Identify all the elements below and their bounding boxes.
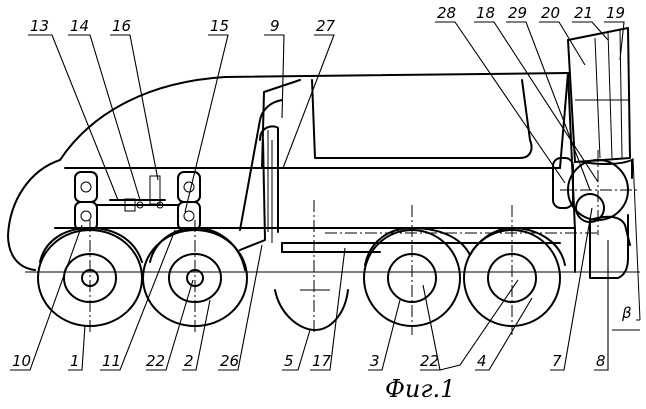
angle-beta-label: β	[621, 304, 632, 322]
rear-compartment	[568, 28, 632, 178]
callout-20: 20	[541, 4, 560, 22]
callout-14: 14	[70, 17, 89, 35]
callout-28: 28	[437, 4, 456, 22]
callout-1: 1	[70, 352, 80, 370]
suspension-front	[75, 172, 200, 230]
callout-27: 27	[316, 17, 336, 35]
part-8	[590, 215, 628, 278]
frame-rail	[282, 243, 560, 252]
callout-21: 21	[574, 4, 593, 22]
figure-caption: Фиг.1	[385, 375, 455, 403]
callout-18: 18	[476, 4, 495, 22]
callout-29: 29	[508, 4, 527, 22]
callout-13: 13	[30, 17, 49, 35]
callout-5: 5	[284, 352, 294, 370]
callout-4: 4	[477, 352, 487, 370]
callout-19: 19	[606, 4, 625, 22]
callout-2: 2	[184, 352, 194, 370]
callout-22-front: 22	[146, 352, 165, 370]
callout-22-rear: 22	[420, 352, 439, 370]
callout-10: 10	[12, 352, 31, 370]
callout-7: 7	[552, 352, 562, 370]
callout-17: 17	[312, 352, 332, 370]
callout-26: 26	[220, 352, 239, 370]
callout-8: 8	[596, 352, 606, 370]
callout-labels: 13 14 16 15 9 27 28 18 29 20 21 19 10 1 …	[12, 4, 632, 370]
column-26	[240, 140, 272, 250]
callout-3: 3	[370, 352, 380, 370]
callout-16: 16	[112, 17, 131, 35]
callout-15: 15	[210, 17, 229, 35]
callout-11: 11	[102, 352, 121, 370]
callout-9: 9	[270, 17, 280, 35]
